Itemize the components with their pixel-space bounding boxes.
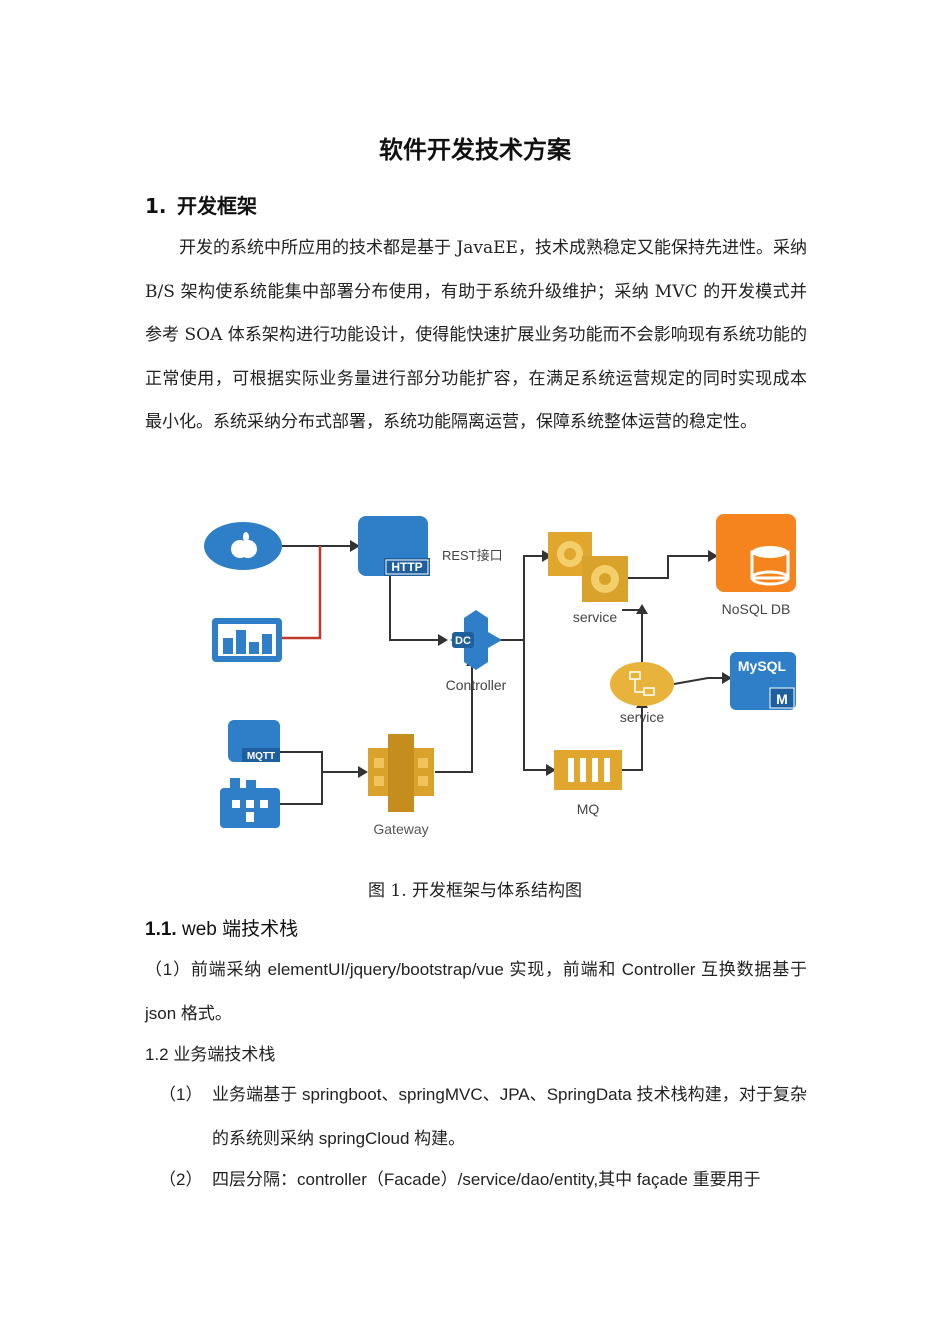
- section-1-heading: 1. 开发框架: [145, 190, 257, 219]
- iot-device-icon: [220, 778, 280, 828]
- service-top-icon: [548, 532, 628, 602]
- connector-controller-service: [500, 555, 542, 641]
- section-1-1-number: 1.1.: [145, 919, 177, 940]
- section-1-1-heading: 1.1. web 端技术栈: [145, 914, 298, 941]
- section-1-title: 开发框架: [177, 194, 257, 218]
- section-1-2-heading: 1.2 业务端技术栈: [145, 1045, 276, 1064]
- section-1-1-title: web 端技术栈: [181, 919, 299, 940]
- apple-client-icon: [204, 522, 282, 570]
- service-top-label: service: [573, 609, 618, 625]
- document-title: 软件开发技术方案: [379, 136, 571, 164]
- http-endpoint-icon: HTTP: [358, 516, 430, 576]
- gateway-label: Gateway: [373, 821, 428, 837]
- mysql-label: MySQL: [738, 658, 787, 674]
- connector-http-controller: [389, 574, 438, 641]
- service-mid-label: service: [620, 709, 665, 725]
- dc-label: DC: [455, 635, 471, 647]
- rest-interface-label: REST接口: [442, 548, 503, 563]
- section-1-number: 1.: [145, 194, 167, 218]
- list-marker: （2）: [159, 1170, 203, 1189]
- list-text: 四层分隔：controller（Facade）/service/dao/enti…: [212, 1170, 761, 1189]
- section-1-1-paragraph: （1）前端采纳 elementUI/jquery/bootstrap/vue 实…: [145, 960, 807, 1023]
- mqtt-icon: MQTT: [228, 720, 280, 762]
- section-1-paragraph: 开发的系统中所应用的技术都是基于 JavaEE，技术成熟稳定又能保持先进性。采纳…: [145, 238, 807, 433]
- service-mid-icon: [610, 662, 674, 706]
- connector-gateway-controller: [435, 666, 473, 773]
- nosql-db-icon: [716, 514, 796, 592]
- connector-service-nosql: [628, 555, 708, 579]
- mq-label: MQ: [577, 801, 600, 817]
- mqtt-label: MQTT: [247, 751, 275, 762]
- list-marker: （1）: [159, 1085, 203, 1104]
- nosql-label: NoSQL DB: [722, 601, 791, 617]
- controller-label: Controller: [446, 677, 507, 693]
- connector-service-service: [622, 609, 643, 668]
- connector-mqtt-gateway: [280, 751, 358, 773]
- connector-iot-gateway: [280, 772, 323, 805]
- figure-caption: 图 1. 开发框架与体系结构图: [367, 881, 583, 901]
- dashboard-client-icon: [212, 618, 282, 662]
- connector-service-mysql: [673, 677, 722, 685]
- http-label: HTTP: [391, 560, 422, 574]
- architecture-diagram: HTTP REST接口 DC Controller MQTT: [204, 514, 796, 837]
- mysql-icon: MySQL M: [730, 652, 796, 710]
- mysql-m-label: M: [776, 691, 788, 707]
- mq-icon: [554, 750, 622, 790]
- list-text: 业务端基于 springboot、springMVC、JPA、SpringDat…: [212, 1085, 807, 1148]
- connector-dashboard-http: [282, 546, 322, 640]
- connector-mq-service: [622, 708, 643, 771]
- controller-icon: DC: [450, 610, 502, 670]
- connector-controller-mq: [523, 640, 546, 771]
- gateway-icon: [368, 734, 434, 812]
